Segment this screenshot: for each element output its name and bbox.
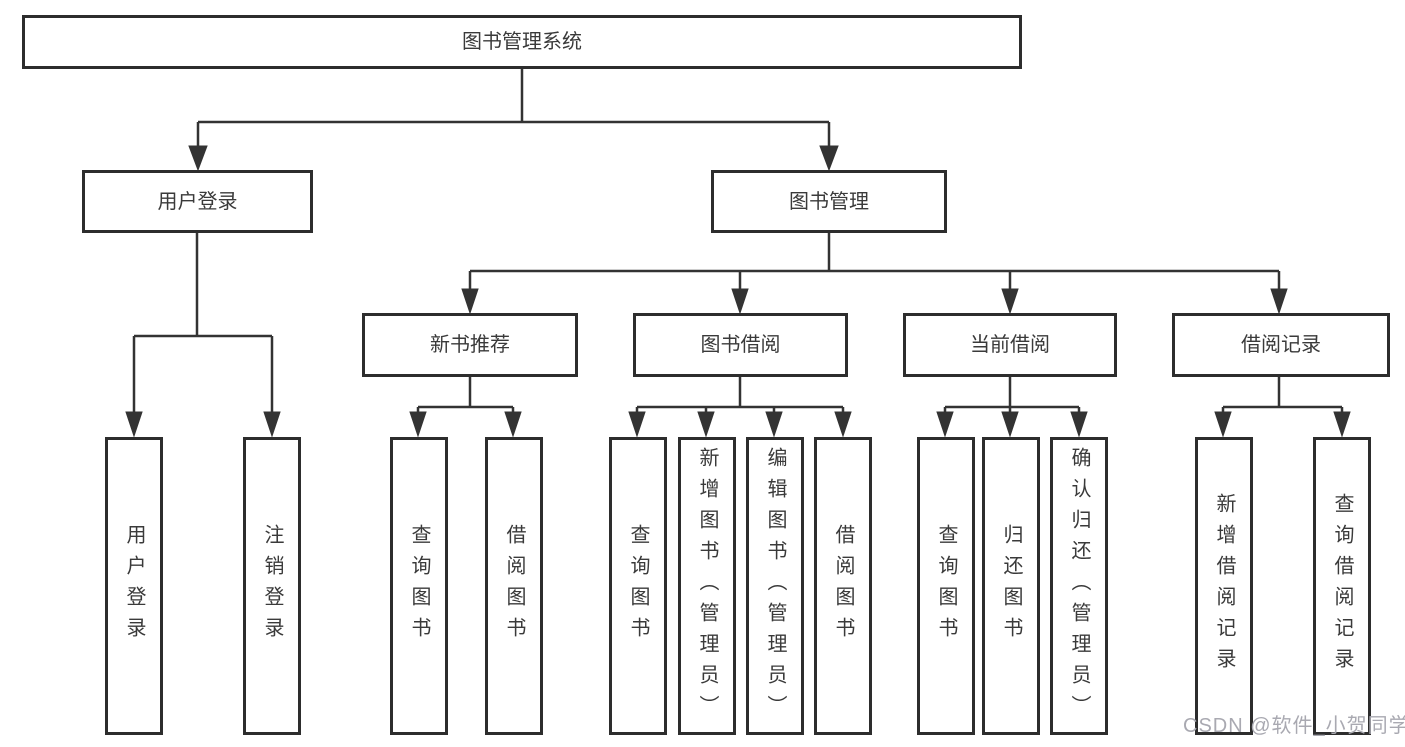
node-current-borrowing: 当前借阅 (903, 313, 1117, 377)
node-new-book-recommend: 新书推荐 (362, 313, 578, 377)
node-root: 图书管理系统 (22, 15, 1022, 69)
leaf-borrow-books: 借阅图书 (814, 437, 872, 735)
node-book-management: 图书管理 (711, 170, 947, 233)
node-book-borrowing-label: 图书借阅 (700, 334, 781, 356)
leaf-query-books-recommend: 查询图书 (390, 437, 448, 735)
leaf-borrow-books-recommend: 借阅图书 (485, 437, 543, 735)
leaf-confirm-return-admin: 确认归还（管理员） (1050, 437, 1108, 735)
leaf-logout-label: 注销登录 (261, 524, 283, 648)
leaf-add-book-admin: 新增图书（管理员） (678, 437, 736, 735)
leaf-return-book-label: 归还图书 (1000, 524, 1022, 648)
leaf-query-books-current-label: 查询图书 (935, 524, 957, 648)
leaf-query-borrow-record-label: 查询借阅记录 (1331, 493, 1353, 679)
leaf-add-borrow-record: 新增借阅记录 (1195, 437, 1253, 735)
leaf-user-login-label: 用户登录 (123, 524, 145, 648)
leaf-query-books-current: 查询图书 (917, 437, 975, 735)
leaf-edit-book-admin: 编辑图书（管理员） (746, 437, 804, 735)
node-current-borrowing-label: 当前借阅 (970, 334, 1050, 356)
leaf-borrow-books-recommend-label: 借阅图书 (503, 524, 525, 648)
node-book-management-label: 图书管理 (789, 190, 869, 213)
leaf-query-books-borrowing: 查询图书 (609, 437, 667, 735)
node-user-login-label: 用户登录 (157, 190, 238, 213)
leaf-logout: 注销登录 (243, 437, 301, 735)
watermark: CSDN @软件_小贺同学 (1183, 715, 1405, 737)
node-book-borrowing: 图书借阅 (633, 313, 848, 377)
node-borrowing-records: 借阅记录 (1172, 313, 1390, 377)
leaf-user-login: 用户登录 (105, 437, 163, 735)
node-root-label: 图书管理系统 (462, 31, 582, 53)
node-borrowing-records-label: 借阅记录 (1241, 334, 1321, 356)
leaf-query-books-recommend-label: 查询图书 (408, 524, 430, 648)
leaf-confirm-return-admin-label: 确认归还（管理员） (1068, 446, 1090, 726)
node-new-book-recommend-label: 新书推荐 (430, 334, 510, 356)
leaf-borrow-books-label: 借阅图书 (832, 524, 854, 648)
leaf-edit-book-admin-label: 编辑图书（管理员） (764, 446, 786, 726)
leaf-add-borrow-record-label: 新增借阅记录 (1213, 493, 1235, 679)
leaf-query-borrow-record: 查询借阅记录 (1313, 437, 1371, 735)
leaf-add-book-admin-label: 新增图书（管理员） (696, 446, 718, 726)
leaf-return-book: 归还图书 (982, 437, 1040, 735)
leaf-query-books-borrowing-label: 查询图书 (627, 524, 649, 648)
node-user-login: 用户登录 (82, 170, 313, 233)
